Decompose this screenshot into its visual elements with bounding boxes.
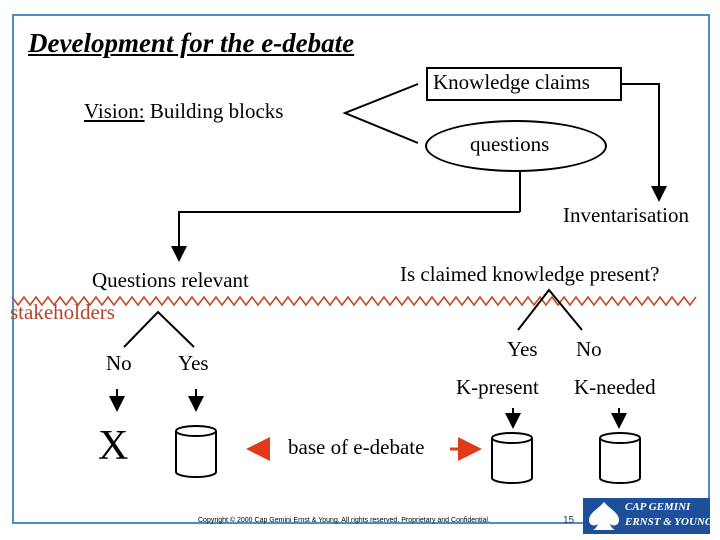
vision-line: Vision: Building blocks — [84, 101, 283, 122]
slide-title: Development for the e-debate — [28, 28, 355, 58]
logo-line1: CAP GEMINI — [625, 501, 691, 513]
right-yes-label: Yes — [507, 337, 538, 361]
left-no-label: No — [106, 351, 132, 375]
knowledge-claims-label: Knowledge claims — [433, 70, 590, 94]
zigzag-divider — [11, 295, 697, 307]
left-split — [123, 310, 195, 348]
vision-text: Building blocks — [144, 99, 284, 123]
database-cylinder-kneeded — [599, 432, 641, 484]
inventarisation-label: Inventarisation — [563, 203, 689, 227]
page-number: 15 — [563, 515, 575, 526]
logo-line2: ERNST & YOUNG — [625, 516, 713, 528]
knowledge-claims-box — [426, 67, 622, 101]
stakeholders-label: stakeholders — [10, 300, 115, 324]
vision-fork — [342, 83, 419, 144]
kc-to-inventarisation-arrow — [622, 83, 667, 202]
database-cylinder-kpresent — [491, 432, 533, 484]
spade-icon — [589, 502, 619, 530]
x-mark: X — [98, 423, 129, 469]
right-split — [517, 288, 583, 331]
k-present-label: K-present — [456, 375, 539, 399]
claimed-knowledge-question: Is claimed knowledge present? — [400, 262, 660, 286]
questions-oval — [425, 120, 607, 172]
questions-label: questions — [470, 132, 550, 156]
cap-gemini-logo: CAP GEMINI ERNST & YOUNG — [583, 498, 713, 534]
questions-relevant-label: Questions relevant — [92, 268, 249, 292]
copyright-footer: Copyright © 2000 Cap Gemini Ernst & Youn… — [198, 517, 490, 524]
slide-frame — [12, 14, 710, 524]
questions-to-stakeholders-arrow — [171, 211, 520, 262]
base-of-e-debate-label: base of e-debate — [288, 435, 425, 459]
right-no-label: No — [576, 337, 602, 361]
k-needed-label: K-needed — [574, 375, 656, 399]
left-yes-label: Yes — [178, 351, 209, 375]
vision-label: Vision: — [84, 99, 145, 123]
database-cylinder-yes — [175, 425, 217, 478]
